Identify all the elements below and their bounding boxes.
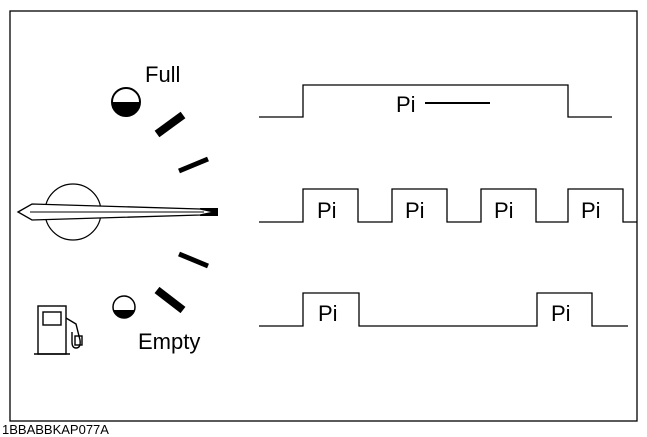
- empty-indicator-icon: [112, 295, 136, 319]
- gauge-tick-lower: [178, 251, 209, 269]
- waveform-full: Pi: [259, 84, 612, 118]
- waveform-half-trace: [259, 188, 637, 223]
- pulse-label: Pi: [317, 198, 337, 223]
- figure-code: 1BBABBKAP077A: [2, 422, 109, 437]
- pulse-label: Pi: [551, 301, 571, 326]
- figure-frame: [9, 10, 638, 422]
- gauge-tick-upper: [178, 156, 209, 174]
- gauge-tick-full: [154, 111, 186, 138]
- gauge-needle: [16, 183, 215, 241]
- fuel-pump-icon: [34, 305, 83, 355]
- gauge-tick-empty: [154, 286, 186, 314]
- pulse-label: Pi: [494, 198, 514, 223]
- fuel-gauge: Full Empty: [16, 62, 218, 355]
- full-label: Full: [145, 62, 180, 87]
- empty-label: Empty: [138, 329, 200, 354]
- pulse-label: Pi: [318, 301, 338, 326]
- pulse-label: Pi: [405, 198, 425, 223]
- pulse-label: Pi: [581, 198, 601, 223]
- waveform-empty: Pi Pi: [259, 292, 628, 327]
- pulse-label: Pi: [396, 92, 416, 117]
- waveform-half: Pi Pi Pi Pi: [259, 188, 637, 223]
- waveform-empty-trace: [259, 292, 628, 327]
- full-indicator-icon: [111, 87, 141, 117]
- waveform-full-trace: [259, 84, 612, 118]
